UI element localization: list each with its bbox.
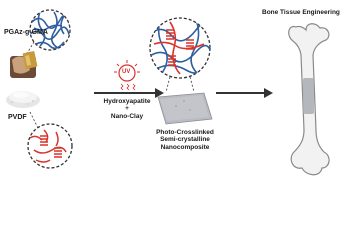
uv-lamp-icon [114,60,140,91]
product-line-2: Semi-crystalline [160,136,210,144]
pgaz-sample-photo [10,51,38,78]
crystal-lamella-2 [54,147,62,158]
pvdf-powder [6,91,40,108]
crystal-lamella-3 [166,29,174,40]
femur-bone-icon [288,23,330,176]
product-label: Photo-Crosslinked Semi-crystalline Nanoc… [152,129,218,151]
right-arrow-icon [94,88,164,98]
uv-label: UV [122,69,131,75]
crystal-lamella-4 [186,39,194,50]
implant-region [303,78,314,114]
pgaz-label: PGAz-g-GMA [4,29,48,36]
nanocomposite-network-zoom [149,17,211,79]
product-line-3: Nanocomposite [160,143,210,151]
additives-label: Hydroxyapatite + Nano-Clay [96,98,158,120]
crystal-lamella-5 [168,55,176,66]
diagram-canvas [6,9,330,176]
additive-1-label: Hydroxyapatite [103,98,151,105]
pvdf-label: PVDF [8,114,27,121]
additive-2-label: Nano-Clay [110,112,144,120]
pgaz-network-zoom [29,9,71,51]
crystal-lamella-1 [40,135,48,146]
nanocomposite-film [157,92,213,125]
application-label: Bone Tissue Engineering [262,9,340,16]
right-arrow-icon-2 [216,88,273,98]
graphical-abstract: PGAz-g-GMA PVDF UV Hydroxyapatite + Nano… [4,9,340,176]
product-line-1: Photo-Crosslinked [156,129,214,136]
pvdf-crystal-zoom [27,123,73,169]
plus-label: + [125,105,129,113]
